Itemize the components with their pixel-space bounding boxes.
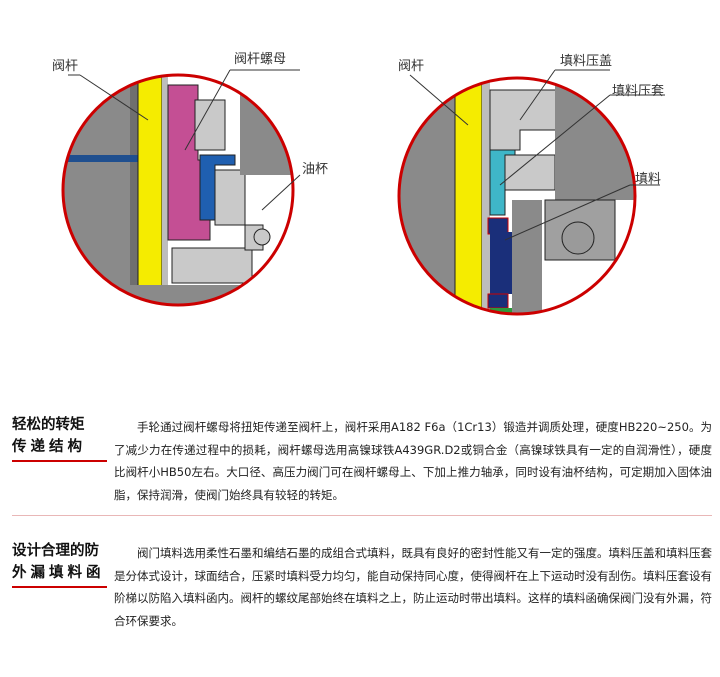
title-line1: 轻松的转矩 bbox=[12, 417, 85, 433]
section-text: 阀门填料选用柔性石墨和编结石墨的成组合式填料，既具有良好的密封性能又有一定的强度… bbox=[114, 546, 712, 628]
label-stem-nut: 阀杆螺母 bbox=[234, 52, 287, 67]
section-title: 轻松的转矩传递结构 bbox=[12, 414, 107, 462]
title-line1: 设计合理的防 bbox=[12, 543, 99, 559]
title-line2: 外漏填料函 bbox=[12, 562, 107, 588]
divider bbox=[12, 515, 712, 516]
label-packing: 填料 bbox=[635, 172, 662, 187]
valve-diagrams bbox=[61, 69, 665, 316]
section-title: 设计合理的防外漏填料函 bbox=[12, 540, 107, 588]
label-oil-cup: 油杯 bbox=[302, 162, 329, 177]
label-gland-sleeve: 填料压套 bbox=[612, 84, 665, 99]
stem-nut-diagram bbox=[63, 75, 293, 305]
label-stem-left: 阀杆 bbox=[52, 59, 79, 74]
title-line2: 传递结构 bbox=[12, 436, 107, 462]
label-gland: 填料压盖 bbox=[560, 54, 613, 69]
label-stem-right: 阀杆 bbox=[398, 59, 425, 74]
section-text: 手轮通过阀杆螺母将扭矩传递至阀杆上，阀杆采用A182 F6a（1Cr13）锻造并… bbox=[114, 420, 712, 502]
packing-diagram bbox=[399, 78, 635, 314]
